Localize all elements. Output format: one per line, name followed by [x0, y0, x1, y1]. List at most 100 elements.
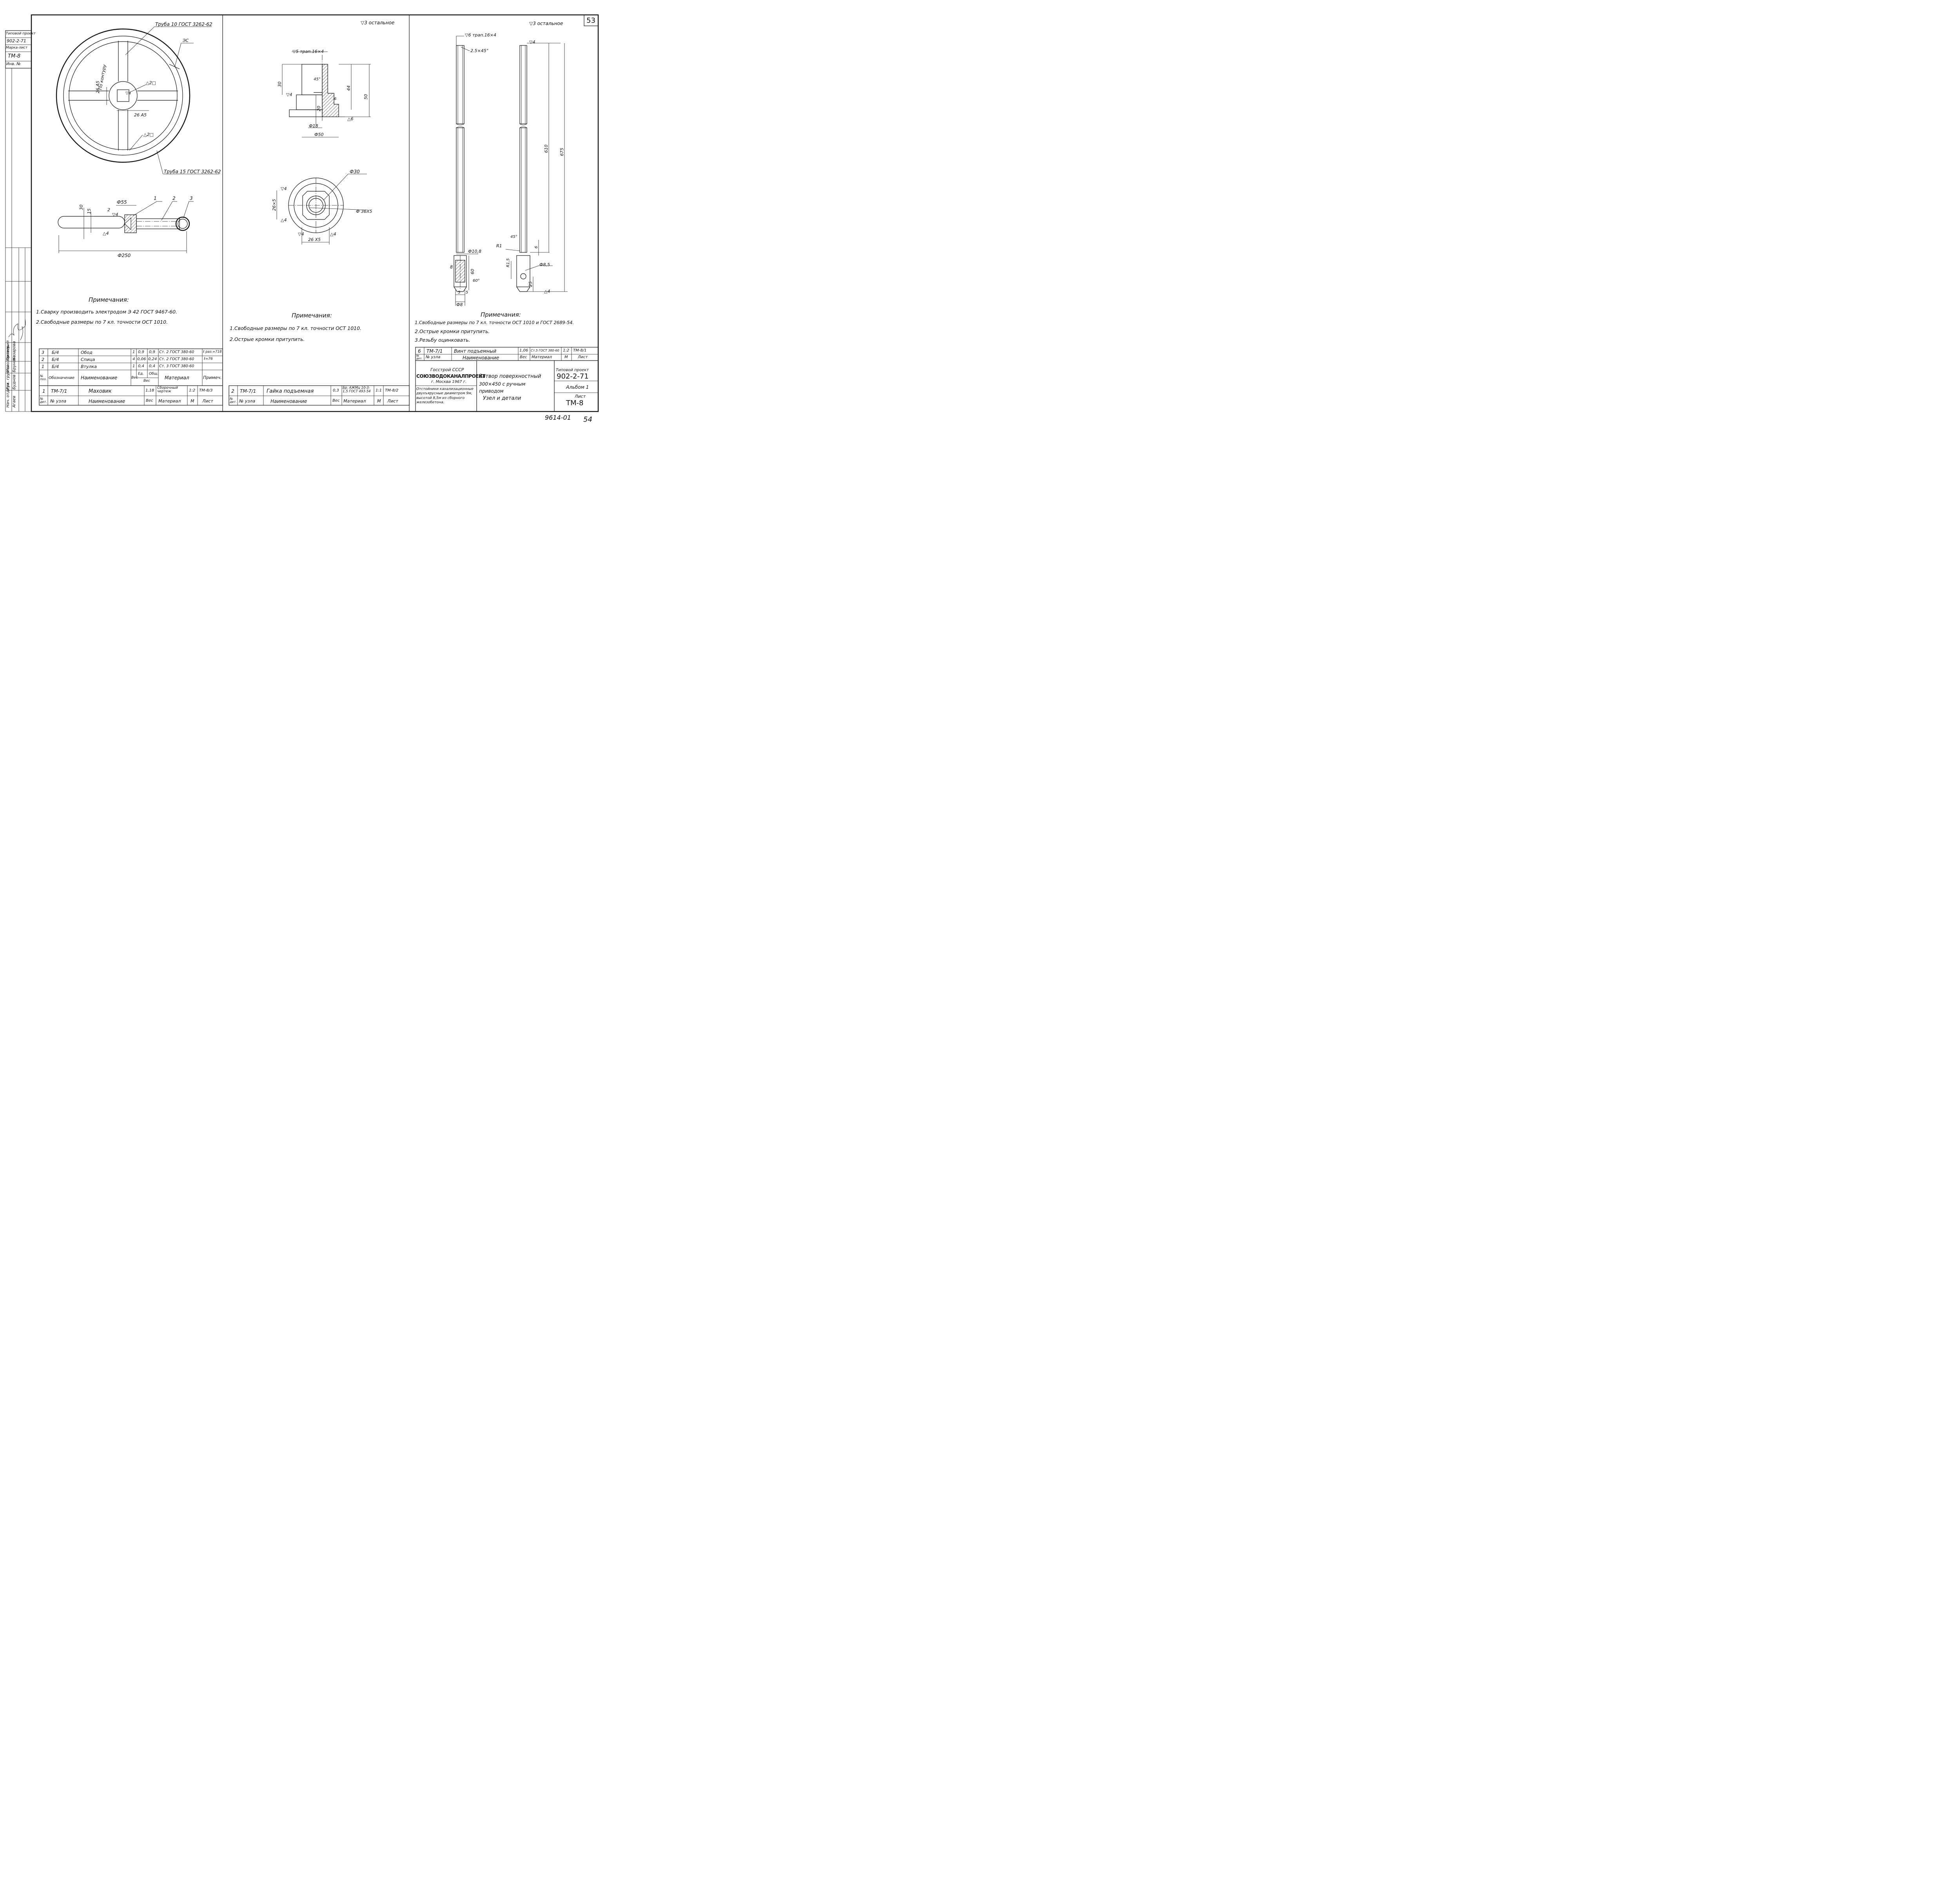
table-left-row-1-w1: 0,9 [138, 350, 144, 354]
table-mid-node: ТМ-7/1 [240, 388, 256, 394]
table-left-header-material: Материал [165, 375, 189, 381]
bottom-page: 54 [583, 415, 592, 424]
table-right-scale: 1:2 [563, 348, 570, 353]
nut-tri4: ▽4 [286, 92, 292, 97]
screw-phi85: Ф8,5 [539, 262, 550, 267]
table-left-header-pos: № поз. [40, 374, 47, 381]
lift-screw-view-1 [454, 36, 478, 306]
parts-table-right-grid [415, 347, 599, 412]
dim-phi55: Ф55 [117, 199, 127, 205]
panel3-note-2: 2.Острые кромки притупить. [415, 328, 490, 334]
table-left-row-2-material: Ст. 2 ГОСТ 380-60 [159, 357, 194, 361]
nut-tri4d: △4 [330, 232, 336, 237]
dim-26a5-horizontal: 26 А5 [134, 112, 147, 118]
engineering-drawing [5, 14, 599, 412]
side-inv-label: Инв. № [6, 62, 21, 66]
table-mid-material: Бр. АЖМц 10-3-1,5 ГОСТ 493-54 [343, 386, 371, 393]
dim-tri4: ▽4 [125, 91, 131, 96]
leader-3: 3 [190, 196, 193, 201]
table-right-footer-weight: Вес [520, 355, 527, 359]
table-mid-name: Гайка подъемная [267, 388, 314, 394]
table-left-row-2-pos: 2 [42, 357, 44, 362]
panel3-notes-title: Примечания: [481, 311, 521, 318]
table-left-row-1-name: Обод [81, 350, 93, 355]
table-left-row-3-pos: 1 [42, 364, 44, 369]
table-left-footer-material: Материал [158, 399, 181, 404]
table-left-footer-sheet: Лист [202, 399, 213, 404]
table-mid-footer-node: № узла [239, 399, 256, 404]
table-left-row-1-material: Ст. 2 ГОСТ 380-60 [159, 350, 194, 354]
table-left-row-2-w2: 0,24 [148, 357, 157, 361]
screw-delta4: △4 [544, 289, 550, 294]
table-left-row-3-material: Ст. 3 ГОСТ 380-60 [159, 364, 194, 368]
screw-a45: 45° [510, 235, 517, 239]
table-right-footer-sheet: Лист [578, 355, 588, 359]
nut-phi30: Ф30 [350, 169, 360, 174]
table-left-row-3-w1: 0,4 [138, 364, 144, 368]
table-left-header-name: Наименование [81, 375, 118, 381]
dim-size2: 2 [107, 207, 110, 212]
screw-size8: 8 [450, 265, 453, 270]
nut-a45: 45° [314, 77, 321, 82]
nut-d50: 50 [363, 94, 368, 100]
nut-delta6: △6 [347, 116, 354, 121]
side-mark-value: ТМ-8 [8, 53, 21, 59]
panel2-notes-title: Примечания: [292, 312, 332, 319]
assembly-node: ТМ-7/1 [51, 388, 67, 394]
screw-a60: 60° [473, 279, 480, 283]
handwheel-view [56, 26, 220, 174]
table-mid-det: 2 [231, 388, 234, 394]
leader-1: 1 [154, 196, 157, 201]
title-sheet-label: Лист [575, 394, 586, 399]
nut-section [282, 51, 371, 138]
table-left-row-1-qty: 1 [132, 350, 135, 354]
side-project-label: Типовой проект [6, 32, 36, 36]
table-left-header-designation: Обозначение [49, 376, 74, 380]
table-right-footer-det: № дет. [416, 354, 423, 360]
side-name-4: Назарова [12, 341, 16, 361]
nut-trap: ▽5 трап.16×4 [292, 49, 324, 54]
screw-r1: R1 [496, 243, 502, 248]
dim-26a5-vertical: 26 А5 [95, 80, 100, 93]
table-left-row-3-w2: 0,4 [149, 364, 155, 368]
assembly-material: Сборочный чертеж [157, 386, 178, 393]
panel2-note-1: 1.Свободные размеры по 7 кл. точности ОС… [230, 325, 362, 331]
screw-d5a: 5 [458, 290, 461, 295]
assembly-weight: 1,18 [145, 388, 154, 393]
table-mid-footer-material: Материал [343, 399, 366, 404]
table-left-footer-det: № дет. [40, 397, 47, 404]
table-left-row-2-designation: Б/4 [52, 357, 59, 362]
table-mid-sheet: ТМ-8/2 [385, 388, 399, 393]
nut-phi36x5: Ф 36Х5 [356, 209, 372, 214]
table-left-row-1-note: ℓ раз.=718 [203, 350, 222, 354]
table-mid-footer-weight: Вес [332, 399, 340, 403]
nut-26x5-vertical: 26×5 [272, 199, 277, 211]
weld-mark-label: ЭС [183, 38, 189, 43]
nut-tri4b: △4 [281, 218, 287, 223]
side-name-2: Буднов [12, 374, 16, 390]
table-right-footer-node: № узла [426, 355, 441, 359]
nut-top-view [276, 174, 367, 245]
assembly-scale: 1:2 [189, 388, 196, 393]
pipe-top-label: Труба 10 ГОСТ 3262-62 [155, 22, 212, 27]
title-sheet-value: ТМ-8 [566, 399, 584, 407]
screw-phi8: Ф8 [456, 302, 463, 307]
assembly-det: 1 [42, 388, 45, 394]
title-project-code: 902-2-71 [557, 372, 589, 381]
table-left-row-3-name: Втулка [81, 364, 97, 369]
table-right-name: Винт подъемный [454, 348, 497, 354]
org-city: г. Москва 1967 г. [431, 380, 467, 384]
table-mid-weight: 0,3 [333, 388, 339, 393]
panel1-note-2: 2.Свободные размеры по 7 кл. точности ОС… [36, 319, 168, 325]
title-line-1: Затвор поверхностный [479, 373, 541, 379]
dim-tri4b: ▽4 [112, 212, 118, 217]
sheet-frame [31, 14, 599, 412]
nut-d44: 44 [346, 85, 351, 91]
panel3-note-1: 1.Свободные размеры по 7 кл. точности ОС… [415, 320, 574, 325]
org-top: Госстрой СССР [430, 367, 464, 372]
weld-2a: △2□ [146, 80, 156, 85]
nut-tri4a: ▽4 [281, 186, 287, 191]
table-left-row-2-w1: 0,06 [137, 357, 146, 361]
table-right-footer-material: Материал [532, 355, 552, 359]
screw-phi108: Ф10,8 [468, 249, 481, 254]
